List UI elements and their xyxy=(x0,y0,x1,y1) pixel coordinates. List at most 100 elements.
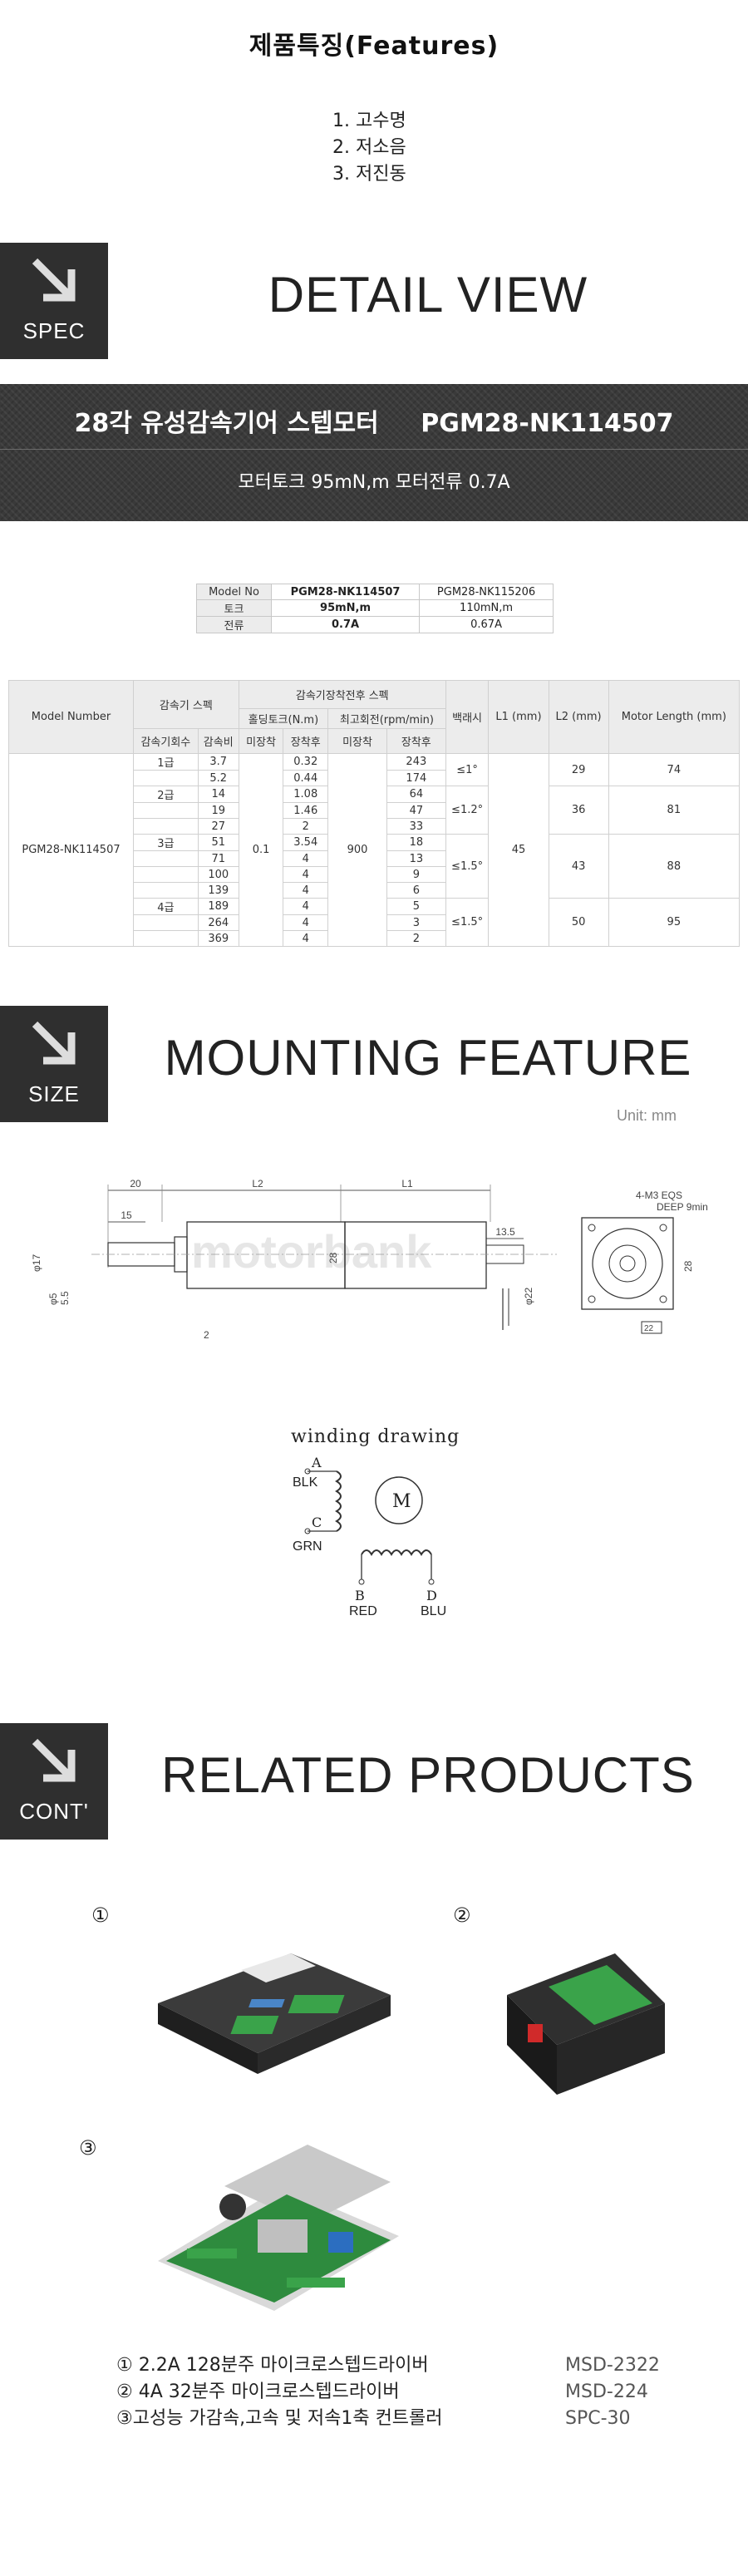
table-row: 19 1.46 47 xyxy=(9,802,740,819)
svg-text:2: 2 xyxy=(204,1329,209,1341)
table-cell: Model No xyxy=(196,584,272,600)
table-cell: ≤1° xyxy=(445,753,490,786)
table-cell: 5.2 xyxy=(197,770,239,786)
winding-drawing: winding drawing A BLK C GRN M B RED D BL… xyxy=(291,1426,460,1618)
table-row: 100 4 9 xyxy=(9,866,740,883)
product-image-driver-2[interactable] xyxy=(490,1937,673,2103)
table-cell: 47 xyxy=(386,802,446,819)
winding-title: winding drawing xyxy=(291,1426,460,1447)
table-cell: 95mN,m xyxy=(270,599,421,617)
related-products-title: RELATED PRODUCTS xyxy=(161,1747,695,1803)
header-torque-after: 장착후 xyxy=(283,728,329,754)
table-cell xyxy=(133,914,199,931)
arrow-down-right-icon xyxy=(32,1021,76,1065)
table-cell: 369 xyxy=(197,930,239,947)
table-cell: 81 xyxy=(608,786,741,835)
table-cell: ≤1.5° xyxy=(445,898,490,947)
table-cell: 18 xyxy=(386,834,446,851)
table-cell: 2 xyxy=(283,818,329,835)
table-cell: 95 xyxy=(608,898,741,947)
table-cell: 3급 xyxy=(133,834,199,851)
svg-text:A: A xyxy=(311,1455,322,1470)
svg-text:13.5: 13.5 xyxy=(495,1226,515,1238)
features-list: 1. 고수명 2. 저소음 3. 저진동 xyxy=(332,108,406,188)
table-cell: 14 xyxy=(197,786,239,803)
header-l1: L1 (mm) xyxy=(488,680,549,754)
table-cell: PGM28-NK114507 xyxy=(8,753,134,947)
product-image-driver-1[interactable] xyxy=(150,1937,399,2103)
table-cell: 174 xyxy=(386,770,446,786)
svg-text:D: D xyxy=(426,1588,437,1603)
feature-item: 2. 저소음 xyxy=(332,137,406,158)
table-cell: 243 xyxy=(386,753,446,771)
table-cell: 74 xyxy=(608,753,741,786)
table-cell: 0.67A xyxy=(419,616,554,633)
table-cell: 토크 xyxy=(196,599,272,617)
size-section-header: SIZE MOUNTING FEATURE xyxy=(0,1006,748,1130)
table-cell: 100 xyxy=(197,866,239,883)
header-stage: 감속기회수 xyxy=(133,728,199,754)
table-row: 3급 51 3.54 18 ≤1.5° 43 88 xyxy=(9,834,741,899)
table-cell: 33 xyxy=(386,818,446,835)
table-cell xyxy=(133,770,199,786)
product-code: MSD-2322 xyxy=(565,2355,660,2376)
mounting-drawing: motorbank 20 L2 L1 15 13.5 φ17 φ5 5.5 2 … xyxy=(31,1178,708,1341)
product-banner: 28각 유성감속기어 스텝모터 PGM28-NK114507 모터토크 95mN… xyxy=(0,384,748,521)
table-cell xyxy=(133,866,199,883)
header-backlash: 백래시 xyxy=(445,680,490,754)
table-cell: 3 xyxy=(386,914,446,931)
table-row: 전류 0.7A 0.67A xyxy=(196,616,554,633)
cont-badge-label: CONT' xyxy=(19,1799,89,1824)
table-cell: 3.54 xyxy=(283,834,329,851)
table-cell: 2급 xyxy=(133,786,199,803)
spec-badge: SPEC xyxy=(0,243,108,359)
spec-section-header: SPEC DETAIL VIEW xyxy=(0,243,748,367)
product-number: ③ xyxy=(79,2136,97,2160)
feature-item: 1. 고수명 xyxy=(332,111,406,131)
header-l2: L2 (mm) xyxy=(548,680,609,754)
table-cell: 4 xyxy=(283,930,329,947)
header-torque-before: 미장착 xyxy=(238,728,284,754)
header-reducer-spec: 감속기 스펙 xyxy=(133,680,239,729)
svg-text:M: M xyxy=(392,1491,411,1512)
list-item[interactable]: ① 2.2A 128분주 마이크로스텝드라이버 MSD-2322 xyxy=(116,2352,682,2379)
table-row: 5.2 0.44 174 xyxy=(9,770,740,786)
product-code: SPC-30 xyxy=(565,2408,631,2429)
svg-text:22: 22 xyxy=(644,1324,654,1333)
header-max-speed: 최고회전(rpm/min) xyxy=(327,708,446,729)
table-cell: 189 xyxy=(197,898,239,915)
svg-text:φ22: φ22 xyxy=(523,1288,534,1305)
size-badge-label: SIZE xyxy=(28,1081,80,1106)
table-cell: 1급 xyxy=(133,753,199,771)
svg-text:C: C xyxy=(312,1515,322,1530)
table-cell: 4 xyxy=(283,882,329,899)
table-cell: 110mN,m xyxy=(419,599,554,617)
table-cell: 139 xyxy=(197,882,239,899)
product-number: ② xyxy=(453,1904,471,1927)
table-cell: 4 xyxy=(283,866,329,883)
table-row: PGM28-NK114507 1급 3.7 0.1 0.32 900 243 ≤… xyxy=(8,753,741,947)
banner-model: PGM28-NK114507 xyxy=(421,409,674,438)
table-row: 토크 95mN,m 110mN,m xyxy=(196,599,554,617)
table-cell: 6 xyxy=(386,882,446,899)
product-name: ② 4A 32분주 마이크로스텝드라이버 xyxy=(116,2381,400,2402)
table-cell: 4 xyxy=(283,850,329,867)
list-item[interactable]: ② 4A 32분주 마이크로스텝드라이버 MSD-224 xyxy=(116,2379,682,2406)
table-cell: 3.7 xyxy=(197,753,239,771)
svg-text:GRN: GRN xyxy=(293,1539,322,1554)
svg-text:RED: RED xyxy=(349,1604,377,1618)
svg-text:20: 20 xyxy=(130,1178,141,1189)
table-cell xyxy=(133,818,199,835)
banner-divider xyxy=(0,449,748,450)
arrow-down-right-icon xyxy=(32,258,76,302)
unit-label: Unit: mm xyxy=(617,1107,677,1124)
table-cell: 64 xyxy=(386,786,446,803)
product-image-controller[interactable] xyxy=(141,2136,416,2336)
spec-badge-label: SPEC xyxy=(22,318,86,343)
header-speed-before: 미장착 xyxy=(327,728,387,754)
table-cell: 4급 xyxy=(133,898,199,915)
table-cell: 27 xyxy=(197,818,239,835)
header-performance: 감속기장착전후 스펙 xyxy=(238,680,446,709)
table-cell: 29 xyxy=(548,753,609,786)
list-item[interactable]: ③고성능 가감속,고속 및 저속1축 컨트롤러 SPC-30 xyxy=(116,2406,682,2432)
